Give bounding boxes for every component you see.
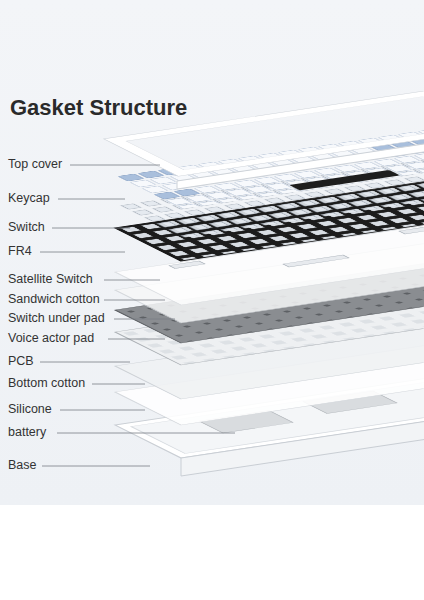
part-label: Switch [8, 220, 45, 234]
part-label: Bottom cotton [8, 376, 85, 390]
part-label: Top cover [8, 157, 62, 171]
part-label: Base [8, 458, 37, 472]
part-label: battery [8, 425, 46, 439]
part-label: Keycap [8, 191, 50, 205]
part-label: Silicone [8, 402, 52, 416]
part-label: Switch under pad [8, 311, 105, 325]
diagram-title: Gasket Structure [10, 95, 187, 121]
part-label: Sandwich cotton [8, 292, 100, 306]
part-label: Satellite Switch [8, 272, 93, 286]
part-label: PCB [8, 354, 34, 368]
part-label: Voice actor pad [8, 331, 94, 345]
part-label: FR4 [8, 244, 32, 258]
